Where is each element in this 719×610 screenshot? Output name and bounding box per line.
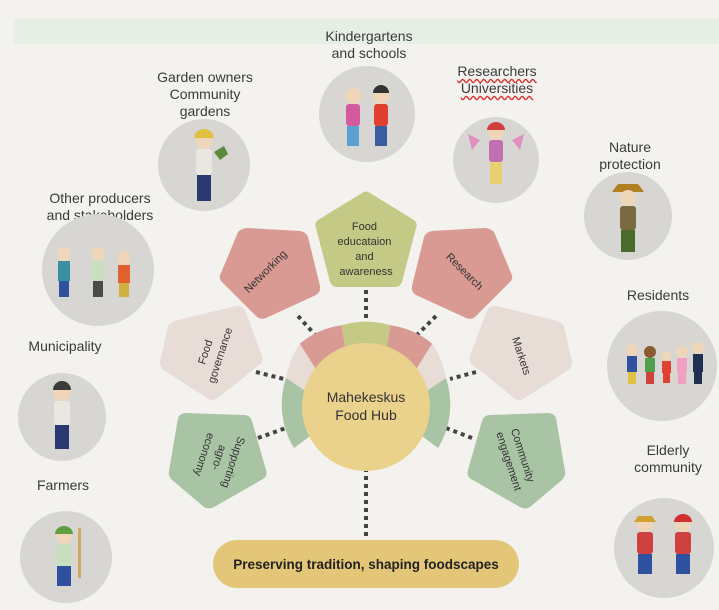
label-residents: Residents <box>626 287 690 303</box>
figure-icon <box>345 85 389 146</box>
figure-icon <box>194 129 228 201</box>
hub-title: Mahekeskus <box>327 389 406 405</box>
pillar-networking: Networking <box>219 228 321 319</box>
figure-icon <box>55 526 81 586</box>
pillar-food-governance: Food governance <box>160 305 263 400</box>
figure-icon <box>53 381 71 449</box>
connector-community <box>445 426 473 440</box>
photo-researchers <box>453 117 539 203</box>
photo-municipality <box>18 373 106 461</box>
connector-food-governance <box>255 370 285 381</box>
hub-circle <box>302 343 430 471</box>
photo-kindergartens <box>319 66 415 162</box>
photo-garden-owners <box>158 119 250 211</box>
label-farmers: Farmers <box>36 477 90 493</box>
banner-pill <box>213 540 519 588</box>
photo-elderly <box>614 498 714 598</box>
photo-residents <box>607 311 717 421</box>
pillar-markets: Markets <box>469 305 572 400</box>
figure-icon <box>626 342 704 384</box>
figure-icon <box>468 122 524 184</box>
header-band <box>14 18 719 44</box>
photo-farmers <box>20 511 112 603</box>
pillar-research: Research <box>411 228 513 319</box>
svg-text:Food educataion: Food educataion and awareness <box>338 221 395 278</box>
pillar-food-education: Food educataion and awareness <box>315 191 417 287</box>
label-municipality: Municipality <box>28 338 102 354</box>
hub-subtitle: Food Hub <box>335 407 397 423</box>
pillar-supporting-agro-economy: Supporting agro- economy <box>168 413 267 509</box>
figure-icon <box>612 184 644 252</box>
pillar-community-engagement: Community engagement <box>467 413 566 509</box>
figure-icon <box>57 247 131 297</box>
figure-icon <box>634 514 692 574</box>
photo-nature-protection <box>584 172 672 260</box>
photo-other-producers <box>42 214 154 326</box>
connector-agro-economy <box>257 426 287 440</box>
banner-text: Preserving tradition, shaping foodscapes <box>233 557 499 572</box>
connector-markets <box>449 370 477 381</box>
